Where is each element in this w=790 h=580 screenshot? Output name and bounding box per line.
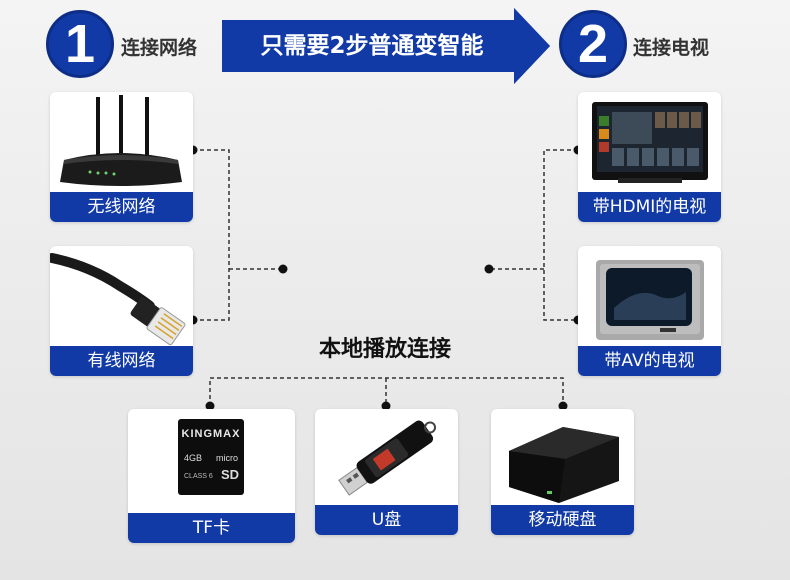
tf-brand: KINGMAX: [181, 428, 241, 440]
banner-arrow-icon: [222, 8, 550, 84]
step-1-badge: 1: [46, 10, 114, 78]
microsd-card-icon: KINGMAX 4GB micro SD CLASS 6: [128, 409, 295, 513]
wifi-router-icon: [50, 92, 193, 192]
flat-tv-icon: [578, 92, 721, 192]
tf-capacity: 4GB: [184, 453, 203, 463]
banner: 只需要2步普通变智能: [222, 8, 550, 84]
card-tf-card: KINGMAX 4GB micro SD CLASS 6 TF卡: [128, 409, 295, 543]
card-tf-card-label: TF卡: [128, 513, 295, 543]
external-hdd-icon: [491, 409, 634, 505]
tf-class: CLASS 6: [184, 473, 213, 480]
card-hdmi-tv-label: 带HDMI的电视: [578, 192, 721, 222]
ethernet-cable-icon: [47, 246, 193, 346]
card-wireless-network: 无线网络: [50, 92, 193, 222]
card-hdmi-tv: 带HDMI的电视: [578, 92, 721, 222]
crt-tv-icon: [578, 246, 721, 346]
usb-drive-icon: [315, 409, 458, 505]
card-wired-network-label: 有线网络: [50, 346, 193, 376]
banner-text: 只需要2步普通变智能: [260, 33, 484, 59]
card-usb-drive-label: U盘: [315, 505, 458, 535]
card-external-hdd-label: 移动硬盘: [491, 505, 634, 535]
tf-micro: micro: [216, 453, 238, 463]
step-2-label: 连接电视: [633, 37, 710, 59]
card-wired-network: 有线网络: [47, 246, 193, 376]
step-1-label: 连接网络: [121, 37, 198, 59]
card-av-tv-label: 带AV的电视: [578, 346, 721, 376]
card-av-tv: 带AV的电视: [578, 246, 721, 376]
tf-sd: SD: [220, 467, 239, 482]
card-usb-drive: U盘: [315, 409, 458, 535]
card-external-hdd: 移动硬盘: [491, 409, 634, 535]
card-wireless-network-label: 无线网络: [50, 192, 193, 222]
local-playback-title: 本地播放连接: [318, 337, 451, 362]
step-2-badge: 2: [559, 10, 627, 78]
